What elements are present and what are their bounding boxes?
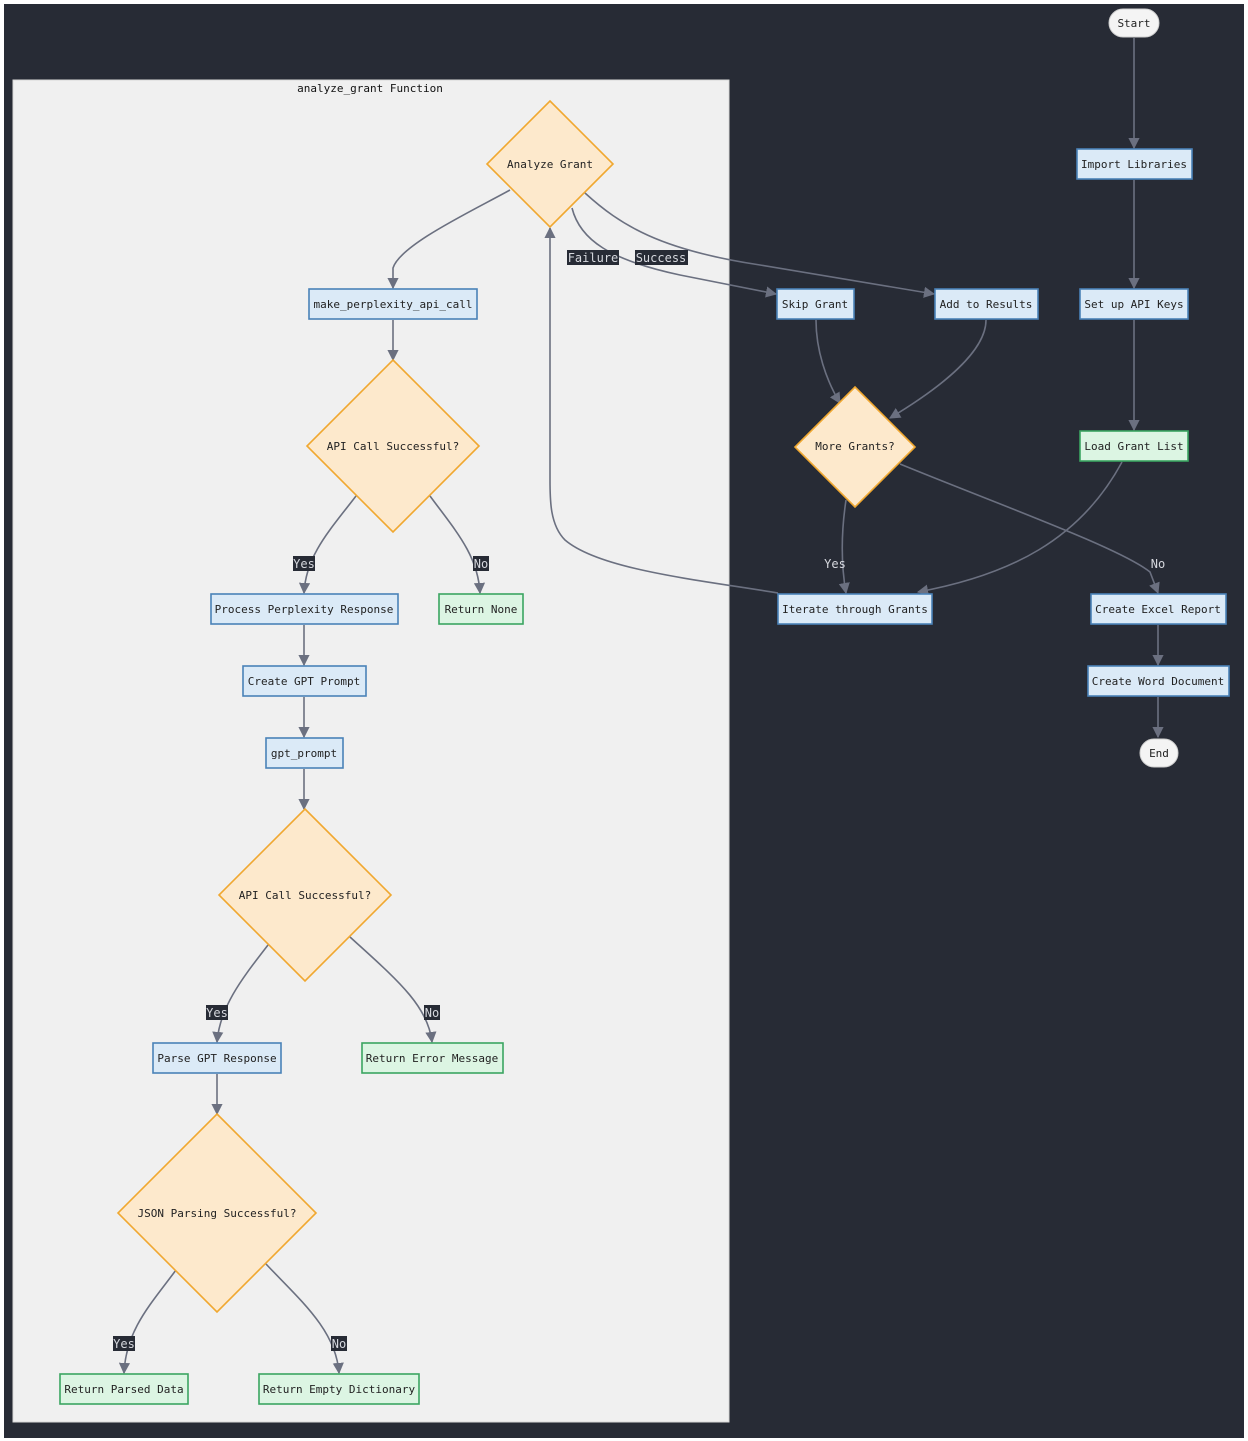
svg-text:Analyze Grant: Analyze Grant xyxy=(507,158,593,171)
edge-add-more xyxy=(889,319,987,419)
edge-label-no-api1: No xyxy=(474,557,488,571)
svg-text:API Call Successful?: API Call Successful? xyxy=(239,889,371,902)
edge-label-yes-more: Yes xyxy=(824,557,846,571)
edge-analyze-perplexity xyxy=(387,189,511,290)
node-analyze-grant: Analyze Grant xyxy=(485,99,615,229)
node-process-perplexity: Process Perplexity Response xyxy=(210,593,399,625)
edge-json-empty xyxy=(265,1263,344,1375)
svg-text:gpt_prompt: gpt_prompt xyxy=(271,747,337,760)
node-perplexity-call: make_perplexity_api_call xyxy=(308,288,478,320)
svg-text:End: End xyxy=(1149,747,1169,760)
edge-label-success: Success xyxy=(636,251,687,265)
edge-label-yes-json: Yes xyxy=(113,1337,135,1351)
node-load-grant-list: Load Grant List xyxy=(1079,430,1189,462)
svg-text:Return Error Message: Return Error Message xyxy=(366,1052,498,1065)
node-add-results: Add to Results xyxy=(934,288,1039,320)
edge-label-no-json: No xyxy=(332,1337,346,1351)
svg-text:Add to Results: Add to Results xyxy=(940,298,1033,311)
svg-text:Parse GPT Response: Parse GPT Response xyxy=(157,1052,276,1065)
svg-text:Create Word Document: Create Word Document xyxy=(1092,675,1224,688)
node-return-error: Return Error Message xyxy=(361,1042,504,1074)
node-create-gpt-prompt: Create GPT Prompt xyxy=(242,665,367,697)
node-more-grants: More Grants? xyxy=(793,385,917,509)
svg-text:Import Libraries: Import Libraries xyxy=(1081,158,1187,171)
node-iterate-grants: Iterate through Grants xyxy=(777,593,933,625)
svg-text:Create GPT Prompt: Create GPT Prompt xyxy=(248,675,361,688)
edge-more-excel xyxy=(899,463,1160,595)
subgraph-title: analyze_grant Function xyxy=(297,82,443,95)
edge-more-iterate xyxy=(838,499,850,595)
node-skip-grant: Skip Grant xyxy=(776,288,855,320)
node-end: End xyxy=(1139,738,1179,768)
svg-text:Iterate through Grants: Iterate through Grants xyxy=(782,603,928,616)
svg-text:More Grants?: More Grants? xyxy=(815,440,894,453)
node-parse-gpt: Parse GPT Response xyxy=(152,1042,282,1074)
node-start: Start xyxy=(1108,8,1160,38)
svg-text:Create Excel Report: Create Excel Report xyxy=(1095,603,1221,616)
node-gpt-prompt: gpt_prompt xyxy=(265,737,344,769)
svg-text:Return None: Return None xyxy=(445,603,518,616)
node-json-success: JSON Parsing Successful? xyxy=(116,1112,318,1314)
edge-iterate-analyze xyxy=(544,226,779,594)
node-api-success-1: API Call Successful? xyxy=(305,358,481,534)
svg-text:Return Empty Dictionary: Return Empty Dictionary xyxy=(263,1383,416,1396)
edge-skip-more xyxy=(815,319,841,404)
edge-label-failure: Failure xyxy=(568,251,619,265)
node-return-none: Return None xyxy=(438,593,524,625)
edge-label-no-more: No xyxy=(1151,557,1165,571)
svg-text:JSON Parsing Successful?: JSON Parsing Successful? xyxy=(138,1207,297,1220)
svg-text:make_perplexity_api_call: make_perplexity_api_call xyxy=(314,298,473,311)
svg-text:Set up API Keys: Set up API Keys xyxy=(1084,298,1183,311)
edge-api1-process xyxy=(298,495,357,595)
edge-api1-none xyxy=(429,495,486,595)
svg-text:Return Parsed Data: Return Parsed Data xyxy=(64,1383,183,1396)
node-create-excel: Create Excel Report xyxy=(1090,593,1227,625)
edge-label-yes-api2: Yes xyxy=(206,1006,228,1020)
node-return-empty: Return Empty Dictionary xyxy=(258,1373,420,1405)
svg-text:Skip Grant: Skip Grant xyxy=(782,298,848,311)
node-return-parsed: Return Parsed Data xyxy=(59,1373,189,1405)
svg-text:Process Perplexity Response: Process Perplexity Response xyxy=(215,603,394,616)
svg-text:Load Grant List: Load Grant List xyxy=(1084,440,1183,453)
edge-load-iterate xyxy=(916,461,1123,596)
edge-api2-error xyxy=(349,936,437,1044)
edges xyxy=(118,38,1164,1375)
node-import-libraries: Import Libraries xyxy=(1076,148,1193,180)
edge-json-parsed xyxy=(118,1269,177,1375)
svg-text:Start: Start xyxy=(1117,17,1150,30)
edge-label-yes-api1: Yes xyxy=(293,557,315,571)
edge-analyze-add xyxy=(584,192,936,298)
svg-text:API Call Successful?: API Call Successful? xyxy=(327,440,459,453)
subgraph-analyze-grant xyxy=(12,79,730,1423)
edge-labels: Failure Success Yes No Yes No Yes No Yes… xyxy=(113,250,1165,1351)
node-create-word: Create Word Document xyxy=(1087,665,1230,697)
edge-api2-parse xyxy=(212,944,269,1044)
edge-label-no-api2: No xyxy=(425,1006,439,1020)
node-api-success-2: API Call Successful? xyxy=(217,807,393,983)
node-setup-api-keys: Set up API Keys xyxy=(1079,288,1189,320)
